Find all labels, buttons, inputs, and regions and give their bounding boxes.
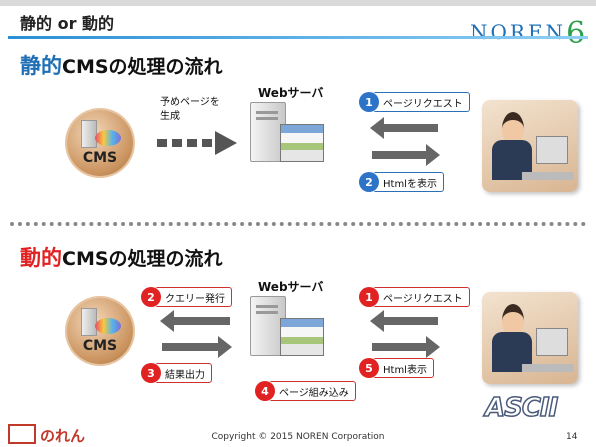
static-cms-label: CMS (82, 150, 118, 166)
web-page-thumbnail (280, 124, 324, 162)
server-slot (256, 117, 278, 120)
dynamic-step2-badge: 2 クエリー発行 (141, 287, 232, 307)
static-user-icon (482, 100, 578, 192)
desk (522, 172, 574, 180)
step-label: Html表示 (383, 364, 427, 376)
top-bar (0, 0, 596, 6)
step-label: ページ組み込み (279, 387, 349, 399)
server-tower-icon (81, 120, 97, 148)
step-number: 2 (141, 287, 161, 307)
logo-text: NOREN (470, 20, 567, 44)
step-label: Htmlを表示 (383, 178, 437, 190)
static-section-title: 静的CMSの処理の流れ (20, 50, 223, 80)
step-number: 1 (359, 92, 379, 112)
disk-icon (95, 318, 121, 334)
dynamic-step1-badge: 1 ページリクエスト (359, 287, 470, 307)
dynamic-title-rest: CMSの処理の流れ (62, 248, 223, 270)
noren-logo: NOREN6 (470, 12, 588, 51)
right-arrow (372, 336, 440, 358)
step-number: 3 (141, 363, 161, 383)
static-cms-icon: CMS (67, 110, 133, 176)
right-arrow (162, 336, 232, 358)
dynamic-cms-icon: CMS (67, 298, 133, 364)
server-slot (256, 311, 278, 314)
footer-logo-text: のれん (40, 427, 86, 445)
server-slot (256, 111, 278, 114)
step-label: クエリー発行 (165, 293, 225, 305)
left-arrow (370, 117, 438, 139)
footer-noren-logo: のれん (8, 424, 85, 446)
static-web-server-icon (250, 102, 324, 162)
ascii-logo: ASCII (484, 392, 559, 424)
person-head (502, 112, 524, 146)
dotted-arrow-dashes (157, 139, 212, 147)
page-number: 14 (566, 432, 578, 442)
step-label: ページリクエスト (383, 98, 463, 110)
title-underline (8, 36, 588, 39)
dynamic-step5-badge: 5 Html表示 (359, 358, 434, 378)
static-step2-badge: 2 Htmlを表示 (359, 172, 444, 192)
server-tower-icon (81, 308, 97, 336)
noren-mark-icon (8, 424, 36, 444)
step-number: 2 (359, 172, 379, 192)
step-number: 5 (359, 358, 379, 378)
left-arrow (370, 310, 438, 332)
monitor-icon (536, 136, 568, 164)
dynamic-cms-label: CMS (82, 338, 118, 354)
desk (522, 364, 574, 372)
static-step1-badge: 1 ページリクエスト (359, 92, 470, 112)
step-number: 4 (255, 381, 275, 401)
dynamic-title-accent: 動的 (20, 246, 62, 270)
dynamic-user-icon (482, 292, 578, 384)
step-number: 1 (359, 287, 379, 307)
slide-title: 静的 or 動的 (20, 14, 115, 33)
static-pregenerate-note: 予めページを 生成 (160, 97, 220, 122)
monitor-icon (536, 328, 568, 356)
dotted-arrow-head (215, 131, 237, 155)
step-label: 結果出力 (165, 369, 205, 381)
step-label: ページリクエスト (383, 293, 463, 305)
person-head (502, 304, 524, 338)
dynamic-step3-badge: 3 結果出力 (141, 363, 212, 383)
server-slot (256, 305, 278, 308)
dynamic-step4-badge: 4 ページ組み込み (255, 381, 356, 401)
section-divider (10, 222, 586, 226)
static-title-accent: 静的 (20, 54, 62, 78)
dotted-arrow (157, 131, 237, 155)
dynamic-web-server-icon (250, 296, 324, 356)
static-server-label: Webサーバ (258, 86, 324, 100)
dynamic-section-title: 動的CMSの処理の流れ (20, 242, 223, 272)
right-arrow (372, 144, 440, 166)
disk-icon (95, 130, 121, 146)
logo-six: 6 (566, 16, 589, 51)
dynamic-server-label: Webサーバ (258, 280, 324, 294)
static-title-rest: CMSの処理の流れ (62, 56, 223, 78)
copyright-text: Copyright © 2015 NOREN Corporation (211, 432, 385, 442)
web-page-thumbnail (280, 318, 324, 356)
left-arrow (160, 310, 230, 332)
